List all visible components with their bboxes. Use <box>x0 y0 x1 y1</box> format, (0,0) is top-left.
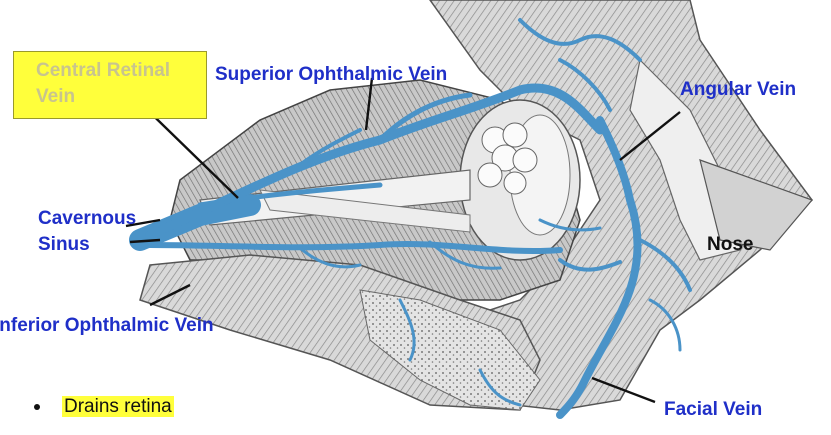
lacrimal-gland <box>477 122 538 195</box>
central-retinal-vein-vessel <box>197 182 383 208</box>
cavernous-leader-1 <box>125 218 161 228</box>
facial-vein-leader <box>591 376 656 404</box>
bullet-item: Drains retina <box>34 396 174 418</box>
cavernous-sinus-label: Cavernous Sinus <box>38 208 137 255</box>
veins <box>129 18 692 419</box>
angular-vein-label: Angular Vein <box>680 79 797 100</box>
nose-label: Nose <box>707 234 754 255</box>
bullet-text: Drains retina <box>62 396 174 417</box>
facial-vein-label: Facial Vein <box>664 399 763 420</box>
angular-vein-vessel <box>556 116 642 419</box>
central-retinal-vein-callout <box>13 51 207 119</box>
superior-ophthalmic-vein-label: Superior Ophthalmic Vein <box>215 64 448 85</box>
optic-nerve <box>199 169 471 233</box>
superior-ophthalmic-vein-vessel <box>145 83 605 240</box>
inferior-ophthalmic-vein-vessel <box>147 240 563 255</box>
central-retinal-vein-label: Central Retinal Vein <box>36 60 171 107</box>
inferior-ophthalmic-vein-label: Inferior Ophthalmic Vein <box>0 315 214 336</box>
superior-ophthalmic-leader <box>364 77 374 131</box>
bullet-dot <box>34 403 40 410</box>
inferior-ophthalmic-leader <box>149 283 191 307</box>
cavernous-leader-2 <box>129 238 161 244</box>
angular-vein-leader <box>619 111 681 161</box>
